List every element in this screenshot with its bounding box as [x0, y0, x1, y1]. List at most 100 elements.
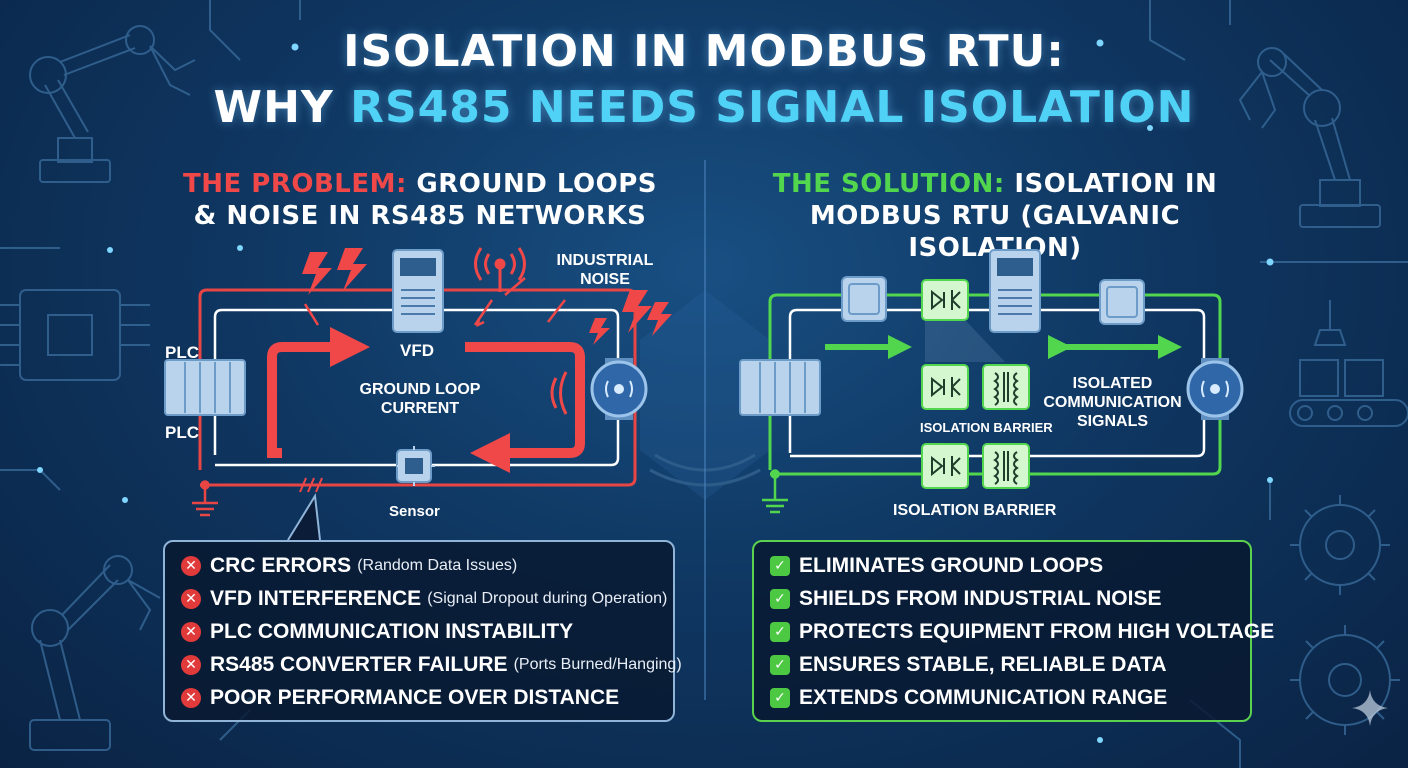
plc-device-icon [164, 359, 246, 416]
issue-item: ✕ VFD INTERFERENCE (Signal Dropout durin… [181, 587, 667, 611]
ground-symbol-icon [762, 469, 788, 514]
optocoupler-icon [921, 279, 969, 321]
check-icon: ✓ [770, 589, 790, 609]
benefit-item: ✓ PROTECTS EQUIPMENT FROM HIGH VOLTAGE [770, 620, 1274, 644]
transformer-icon [982, 364, 1030, 410]
bus-break-mark [299, 477, 323, 493]
cross-icon: ✕ [181, 688, 201, 708]
isolated-bus-inner [788, 308, 1206, 458]
problem-heading: THE PROBLEM: GROUND LOOPS & NOISE IN RS4… [150, 168, 690, 232]
plc-label-bottom: PLC [165, 423, 199, 442]
problem-issues-box: ✕ CRC ERRORS (Random Data Issues) ✕ VFD … [163, 540, 682, 722]
gear-icon [1290, 625, 1400, 735]
benefit-item: ✓ EXTENDS COMMUNICATION RANGE [770, 686, 1167, 710]
antenna-icon [474, 247, 526, 292]
cross-icon: ✕ [181, 655, 201, 675]
issue-text: PLC COMMUNICATION INSTABILITY [210, 620, 574, 643]
sensor-icon [396, 446, 435, 486]
issue-text: CRC ERRORS [210, 554, 352, 577]
check-icon: ✓ [770, 622, 790, 642]
vfd-label: VFD [400, 341, 434, 360]
check-icon: ✓ [770, 688, 790, 708]
optocoupler-icon [921, 364, 969, 410]
robot-arm-icon [1238, 47, 1381, 228]
benefit-item: ✓ ELIMINATES GROUND LOOPS [770, 554, 1103, 578]
benefit-text: ENSURES STABLE, RELIABLE DATA [799, 653, 1167, 676]
issue-detail: (Random Data Issues) [357, 557, 518, 574]
io-module-icon [1099, 279, 1145, 325]
optocoupler-icon [921, 443, 969, 489]
cross-icon: ✕ [181, 556, 201, 576]
industrial-noise-line1: INDUSTRIAL [556, 252, 654, 269]
ground-loop-arrow-left [267, 327, 370, 458]
rs485-bus-inner [213, 308, 620, 467]
solution-heading-line2: MODBUS RTU (GALVANIC ISOLATION) [809, 201, 1181, 263]
solution-benefits-box: ✓ ELIMINATES GROUND LOOPS ✓ SHIELDS FROM… [752, 540, 1274, 722]
title-line1: ISOLATION IN MODBUS RTU: [343, 26, 1065, 77]
transformer-icon [982, 443, 1030, 489]
issue-text: RS485 CONVERTER FAILURE [210, 653, 508, 676]
gear-icon [1290, 495, 1390, 595]
solution-heading-rest: ISOLATION IN [1004, 169, 1218, 199]
sparkle-icon [1352, 690, 1388, 726]
motor-icon [590, 358, 648, 420]
robot-arm-icon [29, 555, 161, 751]
problem-heading-line1: THE PROBLEM: GROUND LOOPS [150, 168, 690, 200]
vfd-device-icon [392, 249, 444, 333]
benefit-item: ✓ ENSURES STABLE, RELIABLE DATA [770, 653, 1167, 677]
benefit-text: EXTENDS COMMUNICATION RANGE [799, 686, 1168, 709]
solution-heading-line1: THE SOLUTION: ISOLATION IN [725, 168, 1265, 200]
industrial-noise-line2: NOISE [580, 271, 630, 288]
isolated-line1: ISOLATED [1072, 375, 1153, 392]
ground-loop-arrow-right [465, 342, 585, 473]
issue-item: ✕ RS485 CONVERTER FAILURE (Ports Burned/… [181, 653, 682, 677]
lightning-icon [302, 248, 672, 345]
check-icon: ✓ [770, 655, 790, 675]
industrial-noise-label: INDUSTRIAL NOISE [540, 251, 670, 289]
conveyor-icon [1280, 261, 1408, 427]
issue-item: ✕ PLC COMMUNICATION INSTABILITY [181, 620, 579, 644]
plc-label-top: PLC [165, 343, 199, 362]
noise-arrow-icon [303, 277, 566, 328]
solution-heading: THE SOLUTION: ISOLATION IN MODBUS RTU (G… [725, 168, 1265, 264]
title-line2-prefix: WHY [213, 82, 351, 133]
ground-loop-label: GROUND LOOP CURRENT [340, 380, 500, 418]
isolated-bus-outer [768, 293, 1222, 476]
check-icon: ✓ [770, 556, 790, 576]
issue-text: VFD INTERFERENCE [210, 587, 422, 610]
isolated-line3: SIGNALS [1076, 413, 1149, 430]
issue-item: ✕ CRC ERRORS (Random Data Issues) [181, 554, 517, 578]
issue-detail: (Ports Burned/Hanging) [513, 656, 682, 673]
page-title-line1: ISOLATION IN MODBUS RTU: [0, 26, 1408, 77]
cross-icon: ✕ [181, 589, 201, 609]
benefit-text: ELIMINATES GROUND LOOPS [799, 554, 1104, 577]
solution-heading-prefix: THE SOLUTION: [772, 169, 1005, 199]
noise-wave-icon [550, 371, 568, 415]
vfd-device-icon [989, 249, 1041, 333]
problem-heading-rest: GROUND LOOPS [406, 169, 658, 199]
problem-heading-line2: & NOISE IN RS485 NETWORKS [193, 201, 647, 231]
page-title-line2: WHY RS485 NEEDS SIGNAL ISOLATION [0, 82, 1408, 133]
chip-icon [0, 289, 150, 381]
barrier-projection [925, 320, 1005, 362]
robot-arm-icon [29, 25, 196, 183]
isolated-signals-label: ISOLATED COMMUNICATION SIGNALS [1035, 374, 1190, 431]
ground-loop-line2: CURRENT [380, 400, 460, 417]
problem-heading-prefix: THE PROBLEM: [182, 169, 407, 199]
solution-diagram [739, 249, 1244, 514]
benefit-text: PROTECTS EQUIPMENT FROM HIGH VOLTAGE [799, 620, 1275, 643]
benefit-text: SHIELDS FROM INDUSTRIAL NOISE [799, 587, 1162, 610]
motor-icon [1186, 358, 1244, 420]
issue-item: ✕ POOR PERFORMANCE OVER DISTANCE [181, 686, 625, 710]
benefit-item: ✓ SHIELDS FROM INDUSTRIAL NOISE [770, 587, 1161, 611]
cross-icon: ✕ [181, 622, 201, 642]
isolated-line2: COMMUNICATION [1043, 394, 1182, 411]
sensor-label: Sensor [389, 503, 440, 520]
ground-symbol-icon [192, 480, 218, 517]
callout-pointer [287, 493, 321, 541]
problem-diagram [164, 247, 672, 541]
isolation-barrier-label-small: ISOLATION BARRIER [920, 420, 1053, 435]
